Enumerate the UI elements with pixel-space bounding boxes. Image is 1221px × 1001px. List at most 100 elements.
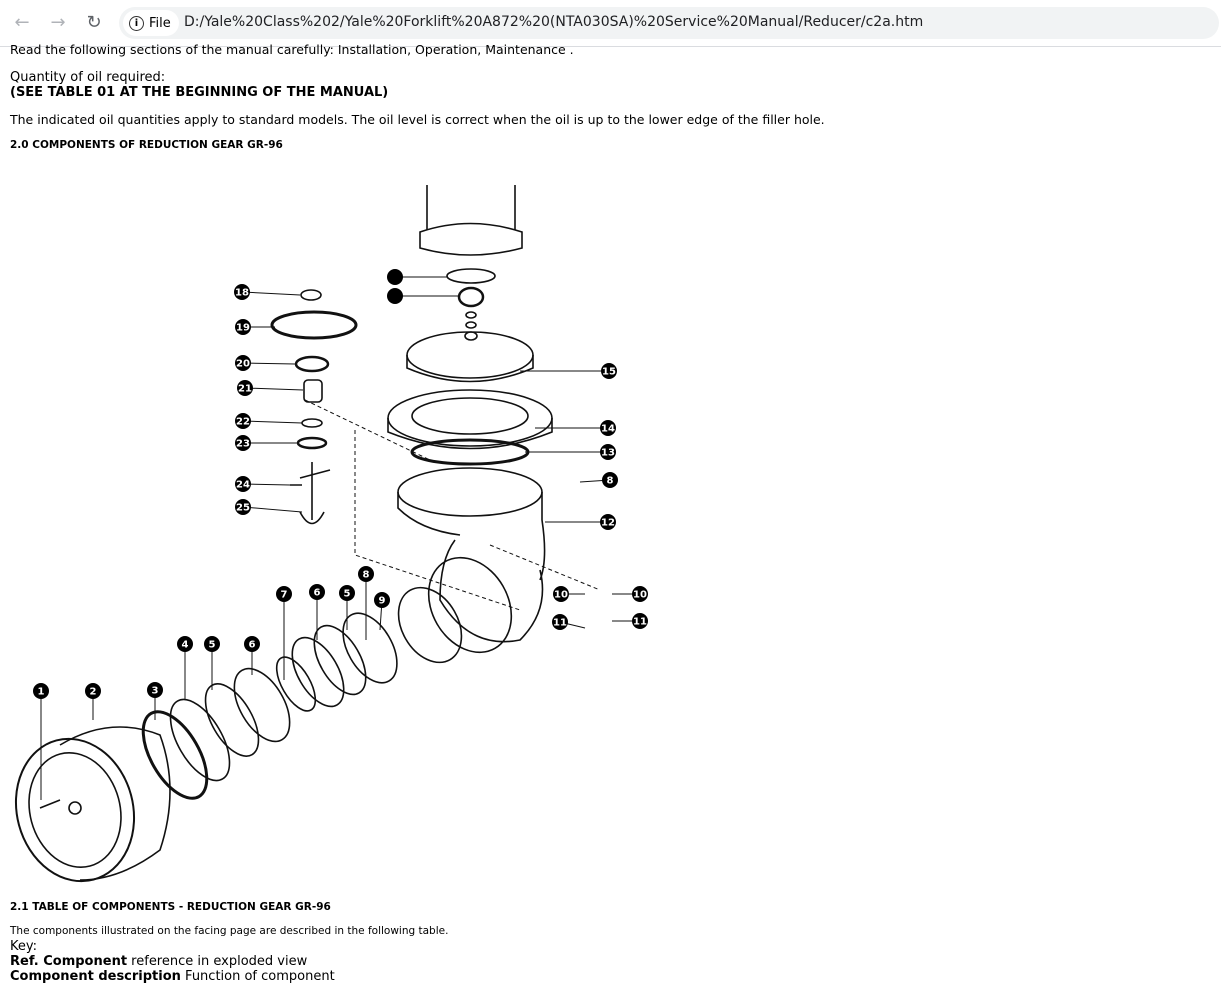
callout-15: 15 bbox=[601, 363, 617, 379]
key-ref-def: reference in exploded view bbox=[127, 954, 308, 969]
callout-blank bbox=[387, 269, 403, 285]
callout-marker bbox=[309, 584, 325, 600]
callout-24: 24 bbox=[235, 476, 251, 492]
callout-10: 10 bbox=[553, 586, 569, 602]
callout-number: 6 bbox=[314, 588, 321, 599]
callout-23: 23 bbox=[235, 435, 251, 451]
callout-number: 23 bbox=[236, 439, 250, 450]
callout-marker bbox=[632, 613, 648, 629]
callout-leaders bbox=[40, 276, 640, 800]
site-info-chip[interactable]: i File bbox=[123, 10, 179, 36]
callout-11: 11 bbox=[632, 613, 648, 629]
callout-number: 21 bbox=[238, 384, 252, 395]
callout-2: 2 bbox=[85, 683, 101, 699]
callout-8: 8 bbox=[358, 566, 374, 582]
callout-7: 7 bbox=[276, 586, 292, 602]
motor-drawing bbox=[419, 185, 523, 341]
callout-number: 9 bbox=[379, 596, 386, 607]
callout-marker bbox=[600, 420, 616, 436]
callout-number: 6 bbox=[249, 640, 256, 651]
callout-4: 4 bbox=[177, 636, 193, 652]
callout-number: 2 bbox=[90, 687, 97, 698]
callout-14: 14 bbox=[600, 420, 616, 436]
callout-18: 18 bbox=[234, 284, 250, 300]
callout-marker bbox=[387, 269, 403, 285]
callout-marker bbox=[387, 288, 403, 304]
callout-marker bbox=[552, 614, 568, 630]
callout-number: 8 bbox=[363, 570, 370, 581]
callout-number: 18 bbox=[235, 288, 249, 299]
url-text[interactable]: D:/Yale%20Class%202/Yale%20Forklift%20A8… bbox=[184, 14, 924, 30]
oil-note: The indicated oil quantities apply to st… bbox=[10, 112, 825, 127]
section-2-1-heading: 2.1 TABLE OF COMPONENTS - REDUCTION GEAR… bbox=[10, 901, 331, 913]
callout-number: 7 bbox=[281, 590, 288, 601]
callout-number: 13 bbox=[601, 448, 615, 459]
rings-drawing bbox=[141, 612, 398, 800]
callout-marker bbox=[632, 586, 648, 602]
callout-25: 25 bbox=[235, 499, 251, 515]
callout-marker bbox=[234, 284, 250, 300]
callout-marker bbox=[85, 683, 101, 699]
callout-6: 6 bbox=[244, 636, 260, 652]
callout-number: 5 bbox=[344, 589, 351, 600]
callout-5: 5 bbox=[339, 585, 355, 601]
callout-19: 19 bbox=[235, 319, 251, 335]
callout-marker bbox=[33, 683, 49, 699]
key-desc-line: Component description Function of compon… bbox=[10, 969, 335, 984]
callout-marker bbox=[147, 682, 163, 698]
callout-marker bbox=[374, 592, 390, 608]
callout-marker bbox=[235, 355, 251, 371]
callout-number: 20 bbox=[236, 359, 250, 370]
callout-number: 14 bbox=[601, 424, 615, 435]
callout-22: 22 bbox=[235, 413, 251, 429]
browser-toolbar: ← → ↻ i File D:/Yale%20Class%202/Yale%20… bbox=[0, 0, 1221, 47]
callout-marker bbox=[235, 319, 251, 335]
callout-marker bbox=[600, 514, 616, 530]
callout-1: 1 bbox=[33, 683, 49, 699]
callout-leader bbox=[244, 387, 304, 391]
info-icon: i bbox=[129, 15, 144, 31]
callout-number: 15 bbox=[602, 367, 616, 378]
callout-number: 22 bbox=[236, 417, 250, 428]
key-ref-term: Ref. Component bbox=[10, 954, 128, 969]
callout-leader bbox=[241, 291, 301, 296]
key-label: Key: bbox=[10, 939, 38, 954]
key-desc-def: Function of component bbox=[180, 969, 335, 984]
callout-9: 9 bbox=[374, 592, 390, 608]
callout-6: 6 bbox=[309, 584, 325, 600]
table-intro: The components illustrated on the facing… bbox=[10, 925, 449, 937]
reload-button[interactable]: ↻ bbox=[86, 12, 102, 33]
callout-number: 8 bbox=[607, 476, 614, 487]
key-ref-line: Ref. Component reference in exploded vie… bbox=[10, 954, 307, 969]
address-bar[interactable]: i File D:/Yale%20Class%202/Yale%20Forkli… bbox=[119, 7, 1219, 39]
callout-number: 19 bbox=[236, 323, 250, 334]
callout-number: 3 bbox=[152, 686, 159, 697]
callout-leader bbox=[242, 362, 296, 365]
chip-label: File bbox=[149, 15, 171, 31]
callout-marker bbox=[235, 476, 251, 492]
callout-marker bbox=[276, 586, 292, 602]
callout-number: 5 bbox=[209, 640, 216, 651]
shaft-parts-drawing bbox=[270, 289, 358, 525]
callout-marker bbox=[244, 636, 260, 652]
key-desc-term: Component description bbox=[10, 969, 181, 984]
callout-number: 11 bbox=[633, 617, 647, 628]
callout-marker bbox=[602, 472, 618, 488]
callout-11: 11 bbox=[552, 614, 568, 630]
forward-button[interactable]: → bbox=[50, 12, 66, 33]
callout-21: 21 bbox=[237, 380, 253, 396]
callout-marker bbox=[601, 363, 617, 379]
callout-3: 3 bbox=[147, 682, 163, 698]
back-button[interactable]: ← bbox=[14, 12, 30, 33]
callout-number: 10 bbox=[633, 590, 647, 601]
callout-12: 12 bbox=[600, 514, 616, 530]
callout-marker bbox=[204, 636, 220, 652]
wheel-drawing bbox=[14, 726, 171, 883]
callout-13: 13 bbox=[600, 444, 616, 460]
callout-number: 10 bbox=[554, 590, 568, 601]
callout-marker bbox=[235, 499, 251, 515]
callout-marker bbox=[358, 566, 374, 582]
callout-marker bbox=[237, 380, 253, 396]
